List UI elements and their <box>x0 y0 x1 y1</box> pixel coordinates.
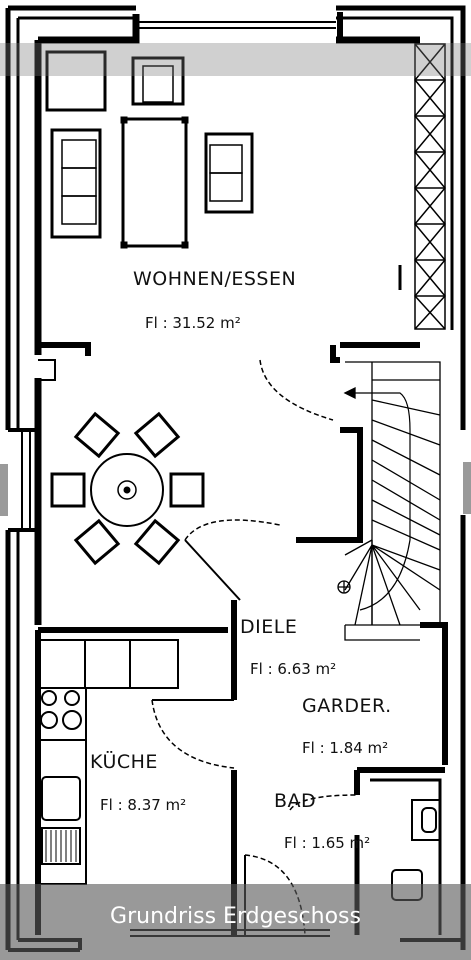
garder-label: GARDER. <box>302 695 392 717</box>
image-caption: Grundriss Erdgeschoss <box>110 904 361 929</box>
top-overlay-band <box>0 43 471 76</box>
living-furniture <box>45 50 402 290</box>
right-nav-tab[interactable] <box>463 462 471 514</box>
dining-table <box>50 411 205 566</box>
diele-area: Fl : 6.63 m² <box>250 660 336 678</box>
armchair-top <box>131 56 185 106</box>
wohnen-area: Fl : 31.52 m² <box>145 314 241 332</box>
wohnen-label: WOHNEN/ESSEN <box>133 268 296 290</box>
right-window <box>414 43 446 330</box>
bad-area: Fl : 1.65 m² <box>284 834 370 852</box>
sofa-left <box>50 128 102 239</box>
kueche-label: KÜCHE <box>90 750 158 773</box>
caption-bar <box>0 884 471 960</box>
staircase <box>337 361 441 641</box>
sofa-right <box>204 132 254 214</box>
left-nav-tab[interactable] <box>0 464 8 516</box>
door-swings <box>38 359 358 936</box>
garder-area: Fl : 1.84 m² <box>302 739 388 757</box>
shelf <box>45 50 107 112</box>
kueche-area: Fl : 8.37 m² <box>100 796 186 814</box>
bad-label: BAD <box>274 790 316 812</box>
coffee-table <box>121 117 188 248</box>
diele-label: DIELE <box>240 616 297 638</box>
